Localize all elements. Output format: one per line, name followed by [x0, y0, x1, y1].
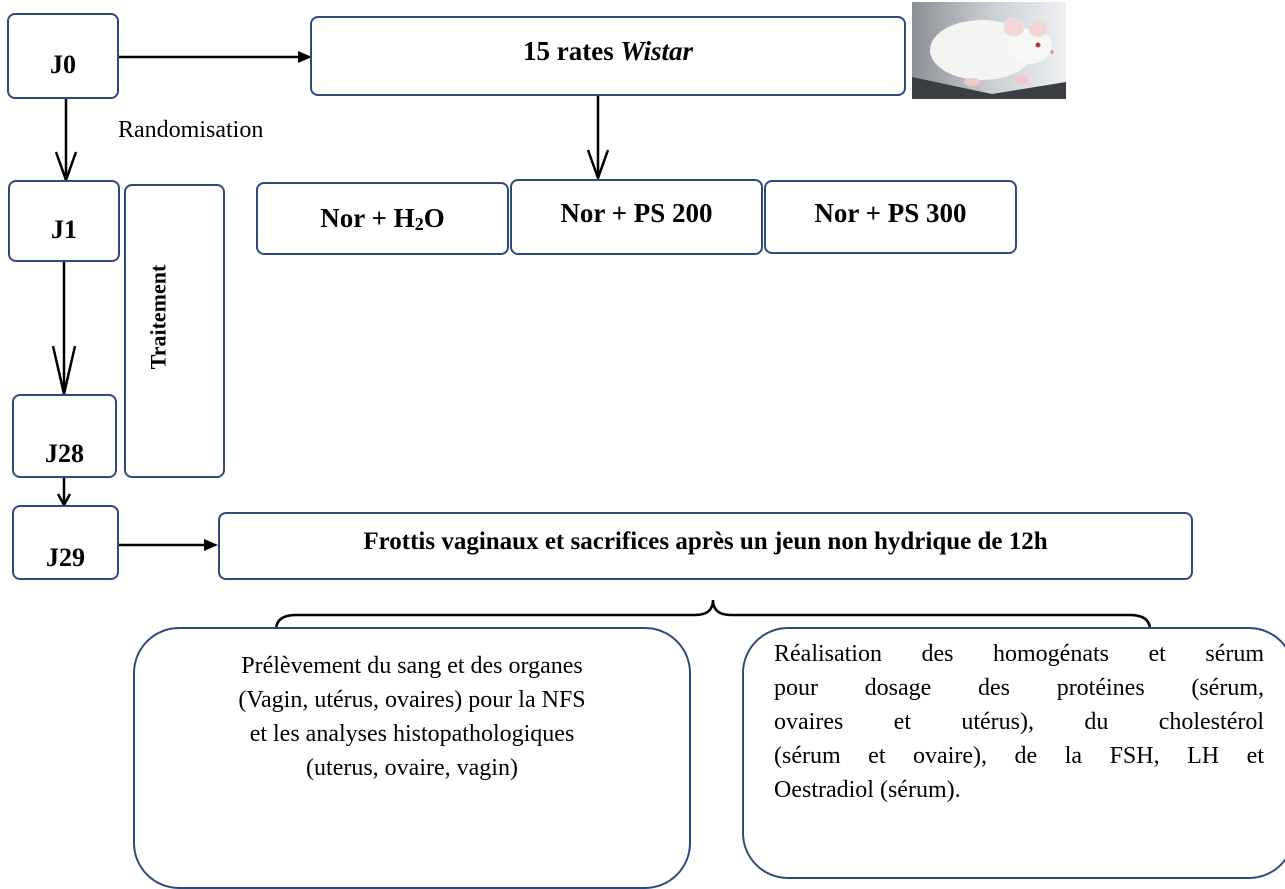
day-label-j0: J0 [50, 50, 76, 79]
rats-count-text: 15 rates [523, 35, 621, 66]
group-h2o-suffix: O [423, 202, 445, 233]
bottom-right-line-3: ovaires et utérus), du cholestérol [774, 709, 1264, 735]
arrowhead-groups [586, 149, 610, 182]
bottom-left-text: Prélèvement du sang et des organes (Vagi… [238, 649, 585, 785]
bottom-right-box: Réalisation des homogénats et sérum pour… [742, 627, 1285, 879]
group-label-ps300: Nor + PS 300 [814, 197, 967, 228]
day-label-j1: J1 [51, 215, 77, 244]
day-box-j1: J1 [8, 180, 120, 262]
group-label-ps200: Nor + PS 200 [560, 197, 713, 228]
day-label-j28: J28 [45, 439, 84, 468]
bottom-right-line-5: Oestradiol (sérum). [774, 777, 961, 803]
bottom-left-box: Prélèvement du sang et des organes (Vagi… [133, 627, 691, 889]
group-h2o-prefix: Nor + H [320, 202, 415, 233]
day-box-j29: J29 [12, 505, 119, 580]
group-h2o-subscript: 2 [414, 213, 424, 234]
brace [274, 599, 1152, 631]
white-rat-photo [912, 2, 1066, 99]
group-box-h2o: Nor + H2O [256, 182, 509, 255]
bottom-right-line-4: (sérum et ovaire), de la FSH, LH et [774, 743, 1264, 769]
bottom-left-line-2: (Vagin, utérus, ovaires) pour la NFS [238, 687, 586, 713]
randomisation-label: Randomisation [118, 117, 264, 143]
group-label-h2o: Nor + H2O [320, 203, 444, 235]
group-box-ps300: Nor + PS 300 [764, 180, 1017, 254]
bottom-left-line-4: (uterus, ovaire, vagin) [306, 755, 518, 781]
arrowhead-sacrifice [204, 539, 218, 551]
day-box-j0: J0 [7, 13, 119, 99]
day-label-j29: J29 [46, 542, 85, 572]
bottom-right-line-1: Réalisation des homogénats et sérum [774, 641, 1264, 667]
treatment-box: Traitement [124, 184, 225, 478]
group-box-ps200: Nor + PS 200 [510, 179, 763, 255]
rats-species: Wistar [620, 35, 693, 66]
rats-label: 15 rates Wistar [523, 36, 693, 67]
treatment-label: Traitement [145, 264, 171, 370]
bottom-left-line-1: Prélèvement du sang et des organes [241, 653, 583, 679]
rats-box: 15 rates Wistar [310, 16, 906, 96]
bottom-left-line-3: et les analyses histopathologiques [249, 721, 575, 747]
bottom-right-text: Réalisation des homogénats et sérum pour… [774, 637, 1264, 807]
day-box-j28: J28 [12, 394, 117, 478]
bottom-right-line-2: pour dosage des protéines (sérum, [774, 675, 1264, 701]
sacrifice-label: Frottis vaginaux et sacrifices après un … [363, 528, 1048, 555]
sacrifice-box: Frottis vaginaux et sacrifices après un … [218, 512, 1193, 580]
arrowhead-rats [298, 51, 312, 63]
